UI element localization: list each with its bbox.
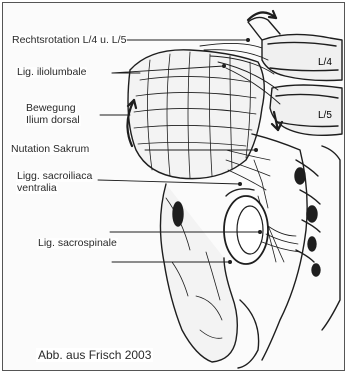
label-sacroiliaca-line2: ventralia (16, 183, 58, 194)
label-rotation: Rechtsrotation L/4 u. L/5 (11, 35, 127, 46)
label-iliolumbale: Lig. iliolumbale (16, 67, 87, 78)
vertebra-label-l5: L/5 (318, 110, 332, 121)
vertebra-label-l4: L/4 (318, 57, 332, 68)
label-bewegung-line2: Ilium dorsal (25, 115, 81, 126)
ilium-wing (128, 50, 264, 179)
figure-caption: Abb. aus Frisch 2003 (36, 348, 153, 362)
label-sacroiliaca-line1: Ligg. sacroiliaca (16, 171, 93, 182)
acetabulum (224, 189, 268, 264)
label-sacrospinale: Lig. sacrospinale (37, 238, 118, 249)
label-bewegung-line1: Bewegung (25, 103, 77, 114)
label-nutation: Nutation Sakrum (10, 144, 90, 155)
